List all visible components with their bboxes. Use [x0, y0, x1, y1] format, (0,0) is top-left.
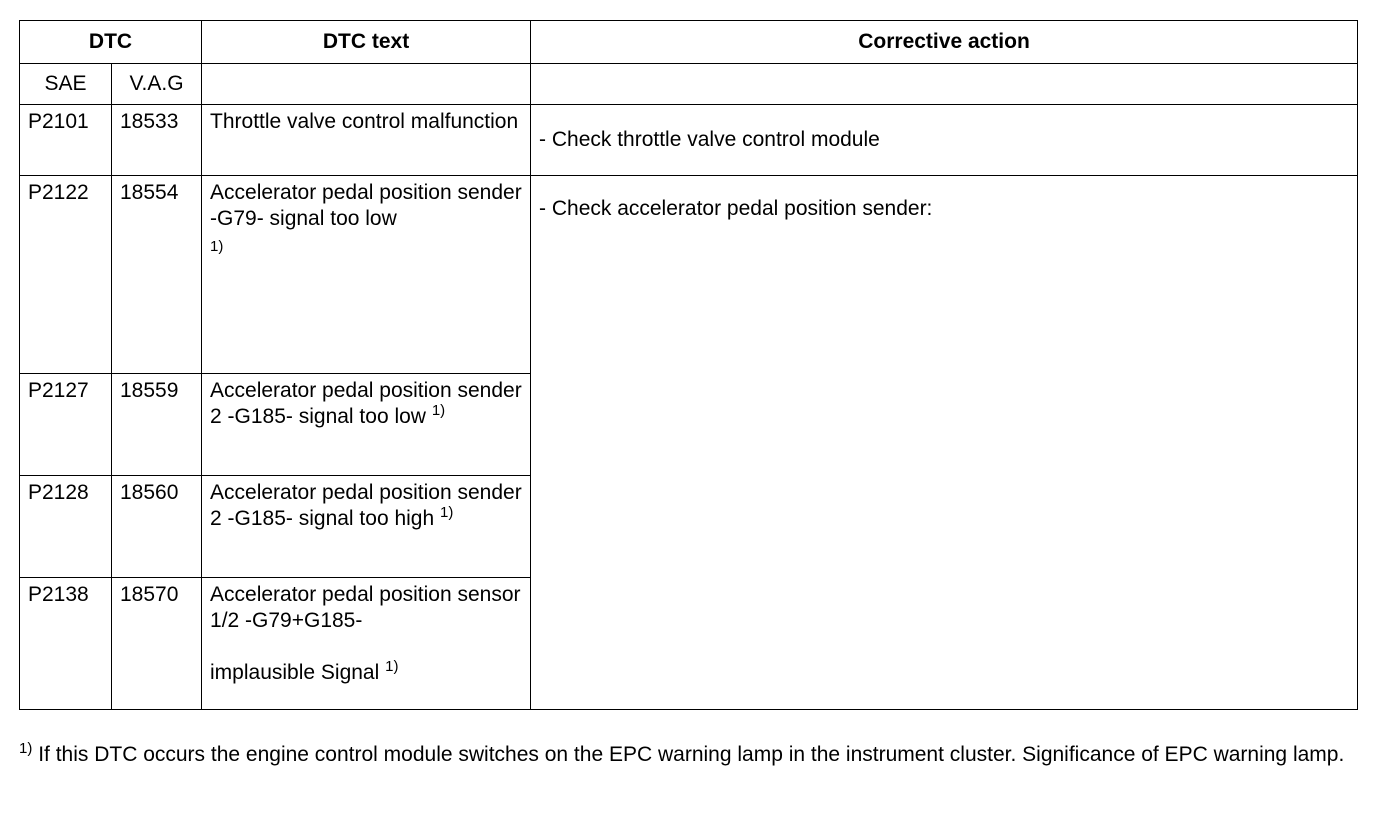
dtc-text-label: Accelerator pedal position sender 2 -G18… [210, 379, 522, 428]
sae-code: P2122 [19, 175, 112, 374]
footnote-text: If this DTC occurs the engine control mo… [38, 743, 1339, 766]
header-corrective-action: Corrective action [530, 20, 1359, 64]
corrective-action: - Check accelerator pedal position sende… [530, 175, 1359, 710]
header-dtc-text: DTC text [201, 20, 532, 64]
header-blank-action [530, 63, 1359, 105]
table-row: P2101 18533 Throttle valve control malfu… [19, 104, 1359, 176]
dtc-text-label: Accelerator pedal position sensor 1/2 -G… [210, 583, 521, 632]
footnote-ref: 1) [385, 658, 399, 675]
table-row: P2138 18570 Accelerator pedal position s… [19, 577, 1358, 710]
dtc-table: DTC DTC text Corrective action SAE V.A.G… [18, 20, 1359, 710]
table-row: P2127 18559 Accelerator pedal position s… [19, 373, 1358, 476]
dtc-text-label: Throttle valve control malfunction [210, 110, 519, 133]
footnote-marker: 1) [19, 740, 33, 757]
dtc-text: Accelerator pedal position sender -G79- … [201, 175, 532, 374]
vag-code: 18570 [110, 577, 203, 710]
dtc-text: Throttle valve control malfunction [201, 104, 532, 176]
sae-code: P2138 [19, 577, 112, 710]
subheader-row: SAE V.A.G [19, 63, 1359, 105]
footnote-ref: 1) [440, 504, 454, 521]
vag-code: 18533 [110, 104, 203, 176]
table-row: P2122 18554 Accelerator pedal position s… [19, 175, 1359, 710]
header-vag: V.A.G [110, 63, 203, 105]
header-blank-text [201, 63, 532, 105]
corrective-action: - Check throttle valve control module [530, 104, 1359, 176]
vag-code: 18560 [110, 475, 203, 578]
vag-code: 18554 [110, 175, 203, 374]
table-row: P2128 18560 Accelerator pedal position s… [19, 475, 1358, 578]
dtc-text-label: Accelerator pedal position sender -G79- … [210, 181, 522, 230]
footnote: 1) If this DTC occurs the engine control… [19, 741, 1359, 769]
sae-code: P2127 [19, 373, 112, 476]
dtc-text: Accelerator pedal position sender 2 -G18… [201, 475, 532, 578]
dtc-text: Accelerator pedal position sender 2 -G18… [201, 373, 532, 476]
header-dtc: DTC [18, 20, 203, 64]
footnote-tail: . [1338, 743, 1345, 766]
vag-code: 18559 [110, 373, 203, 476]
header-row: DTC DTC text Corrective action [18, 20, 1359, 64]
dtc-text-label: Accelerator pedal position sender 2 -G18… [210, 481, 522, 530]
sae-code: P2101 [19, 104, 112, 176]
header-sae: SAE [19, 63, 112, 105]
dtc-text: Accelerator pedal position sensor 1/2 -G… [201, 577, 532, 710]
dtc-text-label-continued: implausible Signal [210, 661, 380, 684]
footnote-ref: 1) [210, 238, 224, 255]
footnote-ref: 1) [431, 402, 446, 419]
sae-code: P2128 [19, 475, 112, 578]
